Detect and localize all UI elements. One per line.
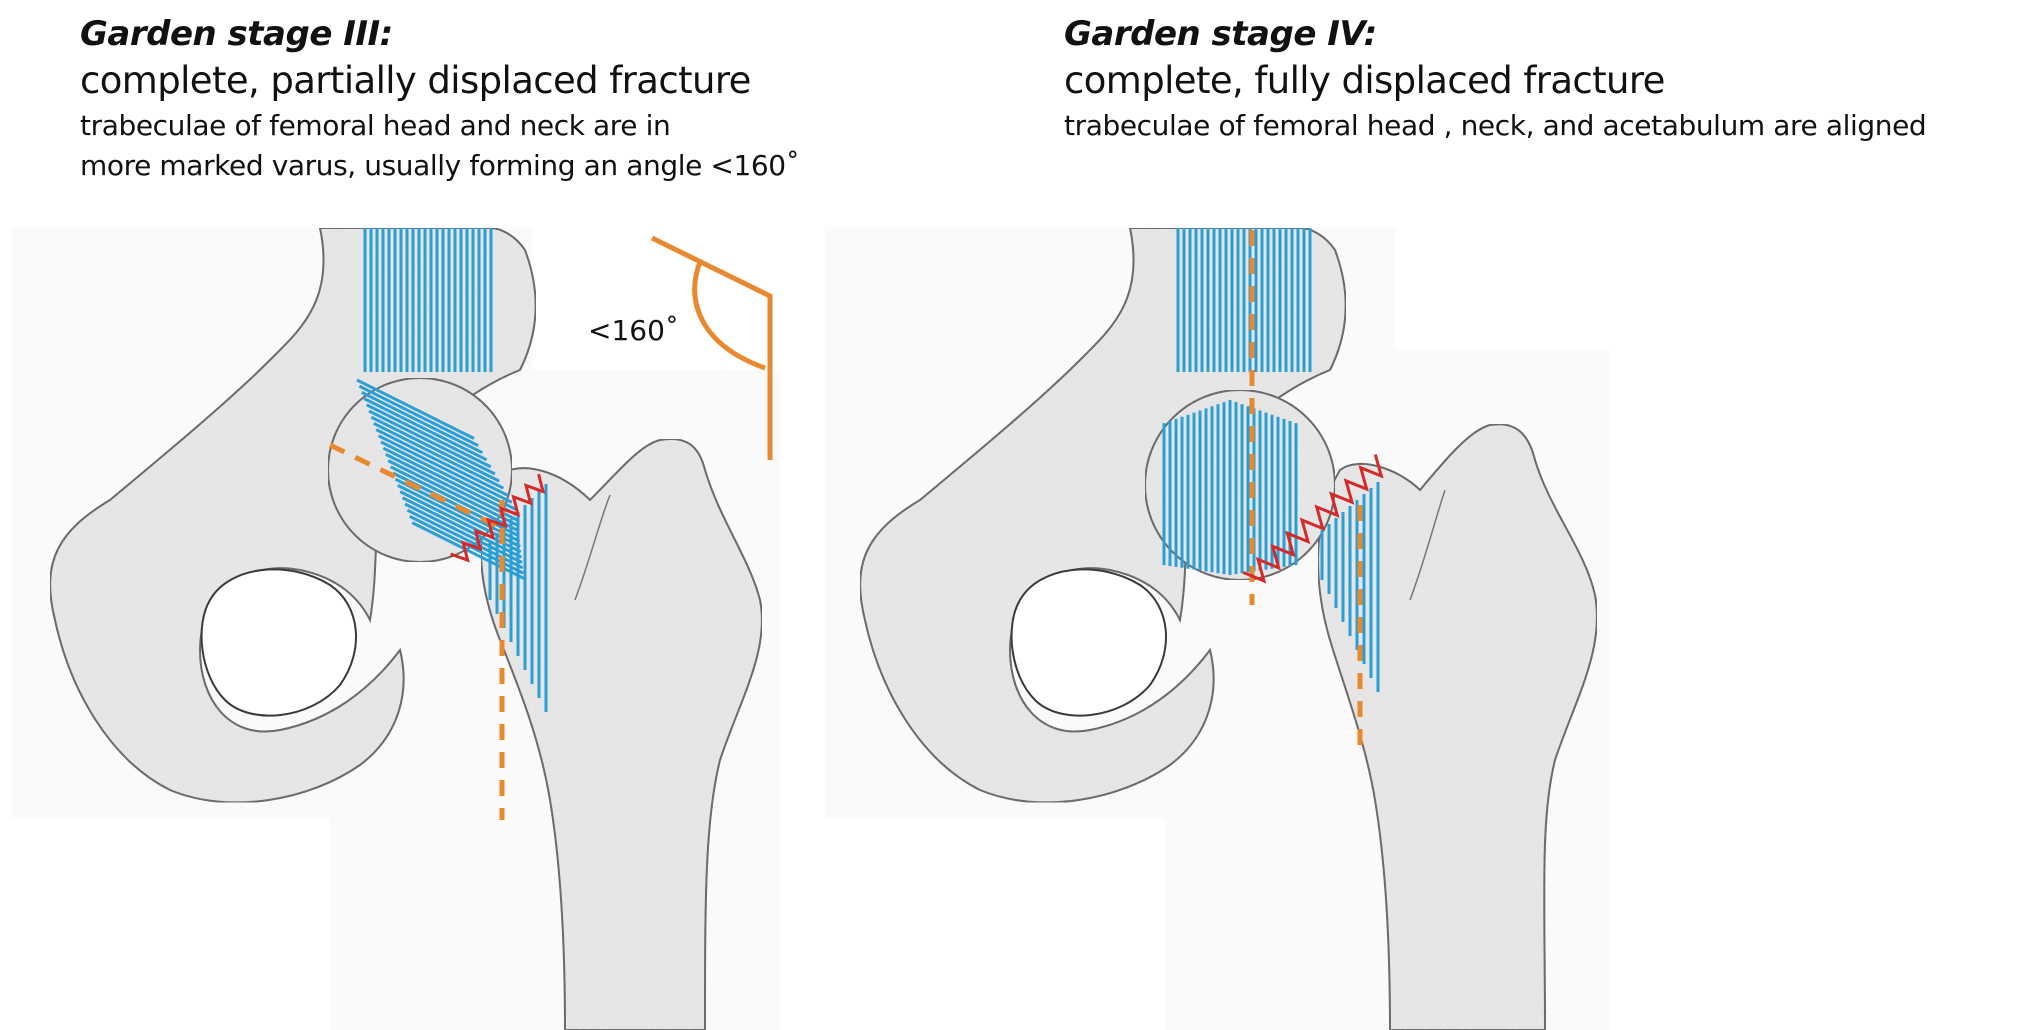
right-obturator-foramen xyxy=(1010,568,1167,717)
left-head-trabeculae xyxy=(356,378,525,580)
left-description-line-2: more marked varus, usually forming an an… xyxy=(80,149,800,182)
left-description-line-1: trabeculae of femoral head and neck are … xyxy=(80,109,671,142)
left-femur xyxy=(480,438,763,1030)
trabecula-line xyxy=(370,415,500,483)
right-acetabulum-trabeculae xyxy=(1176,228,1312,372)
left-subtitle: complete, partially displaced fracture xyxy=(80,59,751,102)
left-head-axis-line xyxy=(328,442,507,533)
trabecula-line xyxy=(358,384,479,447)
left-title: Garden stage III: xyxy=(80,14,393,54)
right-caption: Garden stage IV: complete, fully displac… xyxy=(1064,12,2004,146)
trabecula-line xyxy=(375,428,509,497)
left-angle-sides xyxy=(650,235,773,460)
trabecula-line xyxy=(401,496,523,559)
right-femur xyxy=(1317,423,1598,1030)
right-femoral-head xyxy=(1144,389,1336,581)
trabecula-line xyxy=(389,465,520,533)
trabecula-line xyxy=(363,397,488,462)
left-neck-trabeculae xyxy=(488,484,548,712)
trabecula-line xyxy=(361,391,484,455)
left-angle-label: <160˚ xyxy=(588,314,679,347)
trabecula-line xyxy=(377,434,513,504)
left-anatomy: <160˚ xyxy=(12,227,780,1030)
trabecula-line xyxy=(373,422,505,490)
right-neck-trabeculae xyxy=(1320,482,1380,692)
left-fracture-line xyxy=(450,473,546,563)
right-head-trabeculae xyxy=(1162,400,1298,575)
trabecula-line xyxy=(356,378,475,440)
trabecula-line xyxy=(380,440,517,511)
left-caption: Garden stage III: complete, partially di… xyxy=(80,12,840,186)
trabecula-line xyxy=(365,403,492,469)
trabecula-line xyxy=(368,409,496,476)
left-obturator-foramen xyxy=(200,568,357,717)
trabecula-line xyxy=(387,459,519,527)
right-trochanter-contour xyxy=(1409,489,1446,601)
right-fracture-line xyxy=(1242,454,1384,584)
right-anatomy xyxy=(825,227,1610,1030)
left-acetabulum-trabeculae xyxy=(363,228,493,372)
trabecula-line xyxy=(385,453,518,522)
left-angle-arc xyxy=(692,261,766,371)
right-subtitle: complete, fully displaced fracture xyxy=(1064,59,1665,102)
right-title: Garden stage IV: xyxy=(1064,14,1377,54)
trabecula-line xyxy=(382,446,518,517)
left-trochanter-contour xyxy=(574,494,611,601)
right-description-line-1: trabeculae of femoral head , neck, and a… xyxy=(1064,109,1927,142)
